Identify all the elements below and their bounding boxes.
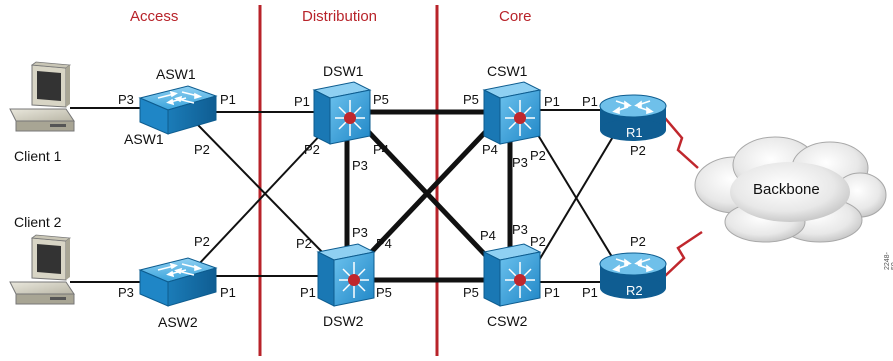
csw1-label: CSW1 [487,63,528,79]
port-dsw1-p2: P2 [304,142,320,157]
thick-links [344,109,513,283]
asw2-label: ASW2 [158,314,198,330]
backbone-label: Backbone [753,181,820,198]
router-r1-icon [599,94,667,141]
port-csw1-p2: P2 [530,148,546,163]
multilayer-switch-dsw2-icon [316,243,376,307]
switch-asw2-icon [138,257,218,307]
serial-link-r2-backbone [664,230,703,277]
thin-links [70,107,621,283]
port-csw1-p1: P1 [544,94,560,109]
backbone-cloud-icon [694,136,887,243]
port-dsw1-p4: P4 [373,142,389,157]
dsw1-label: DSW1 [323,63,364,79]
port-asw1-p3: P3 [118,92,134,107]
port-dsw2-p4: P4 [376,236,392,251]
workstation-client2-icon [9,234,75,305]
multilayer-switch-csw1-icon [482,81,542,145]
link-csw1-r2 [537,134,621,271]
port-csw2-p3: P3 [512,222,528,237]
port-asw2-p1: P1 [220,285,236,300]
port-dsw1-p5: P5 [373,92,389,107]
link-dsw2-csw1 [360,123,494,264]
router-r2-icon [599,252,667,299]
r2-label: R2 [626,283,643,298]
port-csw1-p3: P3 [512,155,528,170]
link-asw2-dsw1 [197,129,326,266]
port-csw2-p4: P4 [480,228,496,243]
asw1-label: ASW1 [124,131,164,147]
port-dsw1-p1: P1 [294,94,310,109]
zone-label-distribution: Distribution [302,8,378,25]
port-r1-p1: P1 [582,94,598,109]
port-dsw2-p2: P2 [296,236,312,251]
port-asw2-p2: P2 [194,234,210,249]
switch-asw1-icon [138,85,218,135]
csw2-label: CSW2 [487,313,528,329]
port-csw2-p2: P2 [530,234,546,249]
port-csw1-p5: P5 [463,92,479,107]
port-asw2-p3: P3 [118,285,134,300]
zone-label-core: Core [499,8,532,25]
client2-label: Client 2 [14,214,62,230]
port-r2-p1: P1 [582,285,598,300]
figure-id: 2248-50 [884,252,893,270]
port-dsw1-p3: P3 [352,158,368,173]
client1-label: Client 1 [14,148,62,164]
workstation-client1-icon [9,61,75,132]
link-csw2-r1 [537,124,621,263]
multilayer-switch-dsw1-icon [312,81,372,145]
zone-label-access: Access [130,8,179,25]
port-dsw2-p1: P1 [300,285,316,300]
port-csw1-p4: P4 [482,142,498,157]
multilayer-switch-csw2-icon [482,243,542,307]
serial-link-r1-backbone [664,117,699,169]
port-asw1-p1: P1 [220,92,236,107]
asw1-label-top: ASW1 [156,66,196,82]
port-dsw2-p5: P5 [376,285,392,300]
port-r2-p2: P2 [630,234,646,249]
port-r1-p2: P2 [630,143,646,158]
port-dsw2-p3: P3 [352,225,368,240]
link-asw1-dsw2 [197,124,326,256]
port-csw2-p5: P5 [463,285,479,300]
dsw2-label: DSW2 [323,313,364,329]
port-asw1-p2: P2 [194,142,210,157]
port-csw2-p1: P1 [544,285,560,300]
r1-label: R1 [626,125,643,140]
